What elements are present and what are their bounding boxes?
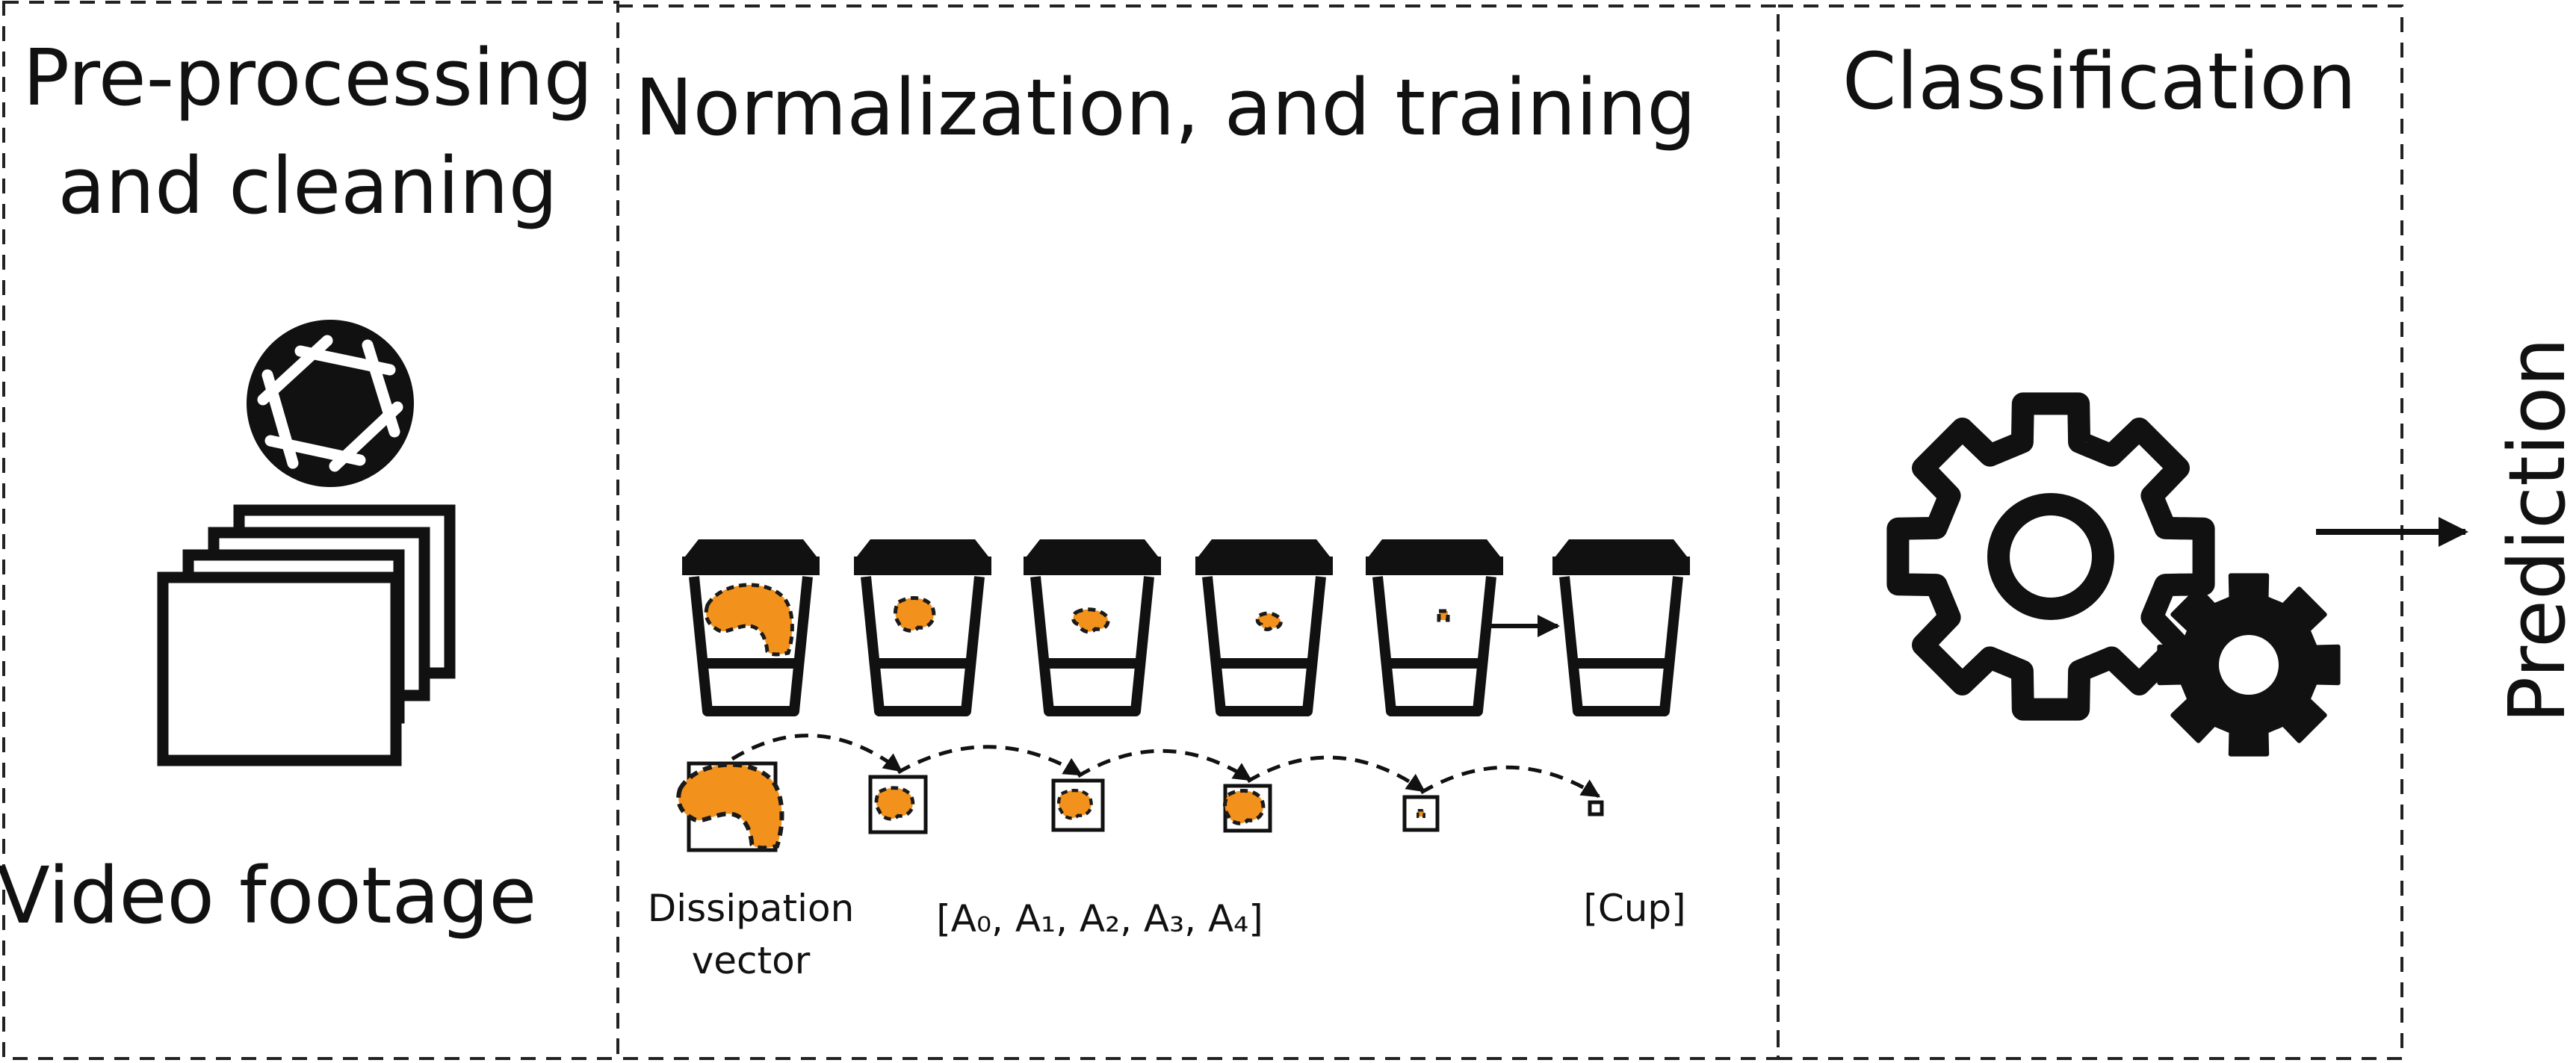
classification-title: Classification [1842, 36, 2356, 127]
dashed-arc-arrow [1077, 749, 1253, 782]
cup-icon [1552, 539, 1690, 716]
liquid-blob [1437, 609, 1450, 622]
region-box [676, 761, 784, 852]
vector-values-label: [A₀, A₁, A₂, A₃, A₄] [936, 897, 1263, 940]
region-box [1588, 800, 1604, 816]
video-footage-caption: Video footage [0, 850, 536, 941]
dissipation-label-line2: vector [692, 939, 811, 982]
dashed-arc-arrow [897, 745, 1083, 777]
dissipation-label-line1: Dissipation [648, 887, 855, 930]
gear-icon [1886, 392, 2341, 757]
region-box [1402, 795, 1440, 832]
cup-icon [1024, 539, 1161, 716]
camera-shutter-icon [247, 320, 414, 487]
video-frames-icon [157, 504, 456, 766]
dashed-arc-arrow [731, 734, 902, 772]
small-gear-icon [2157, 573, 2341, 757]
dissipation-boxes [676, 734, 1604, 852]
region-box [868, 775, 928, 834]
region-box [1223, 784, 1272, 833]
panel-preprocessing [2, 1, 619, 1060]
liquid-blob [704, 583, 794, 657]
preprocessing-title-line1: Pre-processing [22, 32, 592, 123]
dashed-arc-arrow [1246, 755, 1426, 793]
cup-icon [854, 539, 991, 716]
cup-icon [1195, 539, 1333, 716]
liquid-blob [1071, 607, 1110, 634]
cup-icon [682, 539, 820, 716]
liquid-blob [894, 596, 936, 633]
dashed-arc-arrow [1419, 765, 1601, 799]
cup-sequence [682, 539, 1690, 716]
prediction-label: Prediction [2492, 338, 2576, 724]
region-box [1051, 778, 1105, 832]
preprocessing-title-line2: and cleaning [58, 140, 557, 232]
normalization-title: Normalization, and training [635, 62, 1696, 153]
liquid-blob [1255, 611, 1283, 631]
cup-label: [Cup] [1583, 887, 1685, 930]
cup-icon [1366, 539, 1503, 716]
